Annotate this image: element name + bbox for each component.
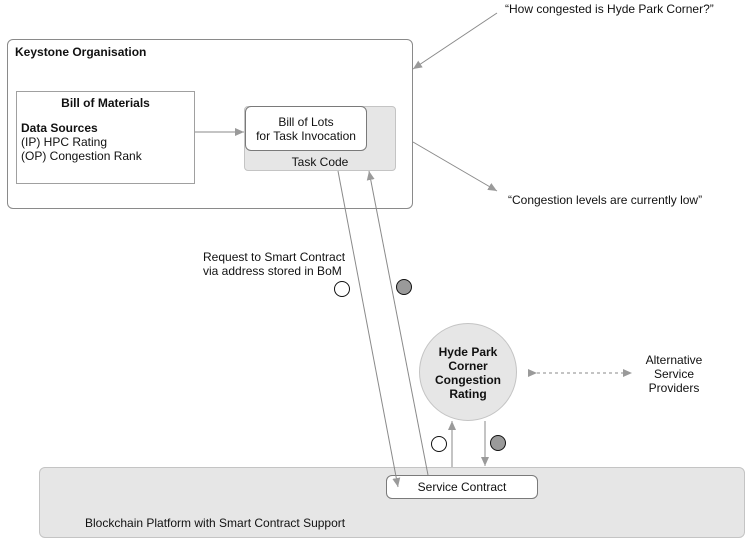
answer-quote: “Congestion levels are currently low”	[508, 193, 703, 207]
keystone-title: Keystone Organisation	[15, 45, 147, 59]
service-contract-label: Service Contract	[417, 480, 507, 494]
hpc-rating-line: Rating	[449, 387, 487, 401]
task-code-label: Task Code	[291, 155, 349, 169]
response-token-filled	[396, 279, 412, 295]
hpc-rating-line: Hyde Park	[438, 345, 498, 359]
hpc-rating-circle	[419, 323, 517, 421]
service-contract-box	[386, 475, 538, 499]
blockchain-platform-label: Blockchain Platform with Smart Contract …	[85, 516, 346, 530]
request-arrow	[337, 170, 401, 488]
bom-data-sources-label: Data Sources	[21, 121, 98, 135]
request-token-open	[334, 281, 350, 297]
request-label-line1: Request to Smart Contract	[203, 250, 346, 264]
hpc-rating-line: Congestion	[435, 373, 501, 387]
alternative-providers-label: Alternative Service Providers	[634, 353, 714, 395]
bill-of-lots-line2: for Task Invocation	[256, 129, 356, 143]
hpc-rating-line: Corner	[448, 359, 488, 373]
question-quote: “How congested is Hyde Park Corner?”	[505, 2, 714, 16]
question-arrow	[412, 12, 498, 70]
query-token-open	[431, 436, 447, 452]
alternative-providers-line: Providers	[648, 381, 700, 395]
alternative-providers-line: Service	[653, 367, 694, 381]
bom-input-source: (IP) HPC Rating	[21, 135, 108, 149]
result-token-filled	[490, 435, 506, 451]
request-label-line2: via address stored in BoM	[203, 264, 342, 278]
bom-output-source: (OP) Congestion Rank	[21, 149, 142, 163]
alternative-providers-line: Alternative	[645, 353, 703, 367]
answer-arrow	[412, 141, 498, 192]
response-arrow	[366, 170, 429, 476]
hpc-rating-label: Hyde Park Corner Congestion Rating	[419, 345, 517, 401]
bill-of-materials-box	[16, 91, 195, 184]
bill-of-lots-line1: Bill of Lots	[278, 115, 334, 129]
bom-title: Bill of Materials	[61, 96, 150, 110]
bill-of-lots-box	[245, 106, 367, 151]
